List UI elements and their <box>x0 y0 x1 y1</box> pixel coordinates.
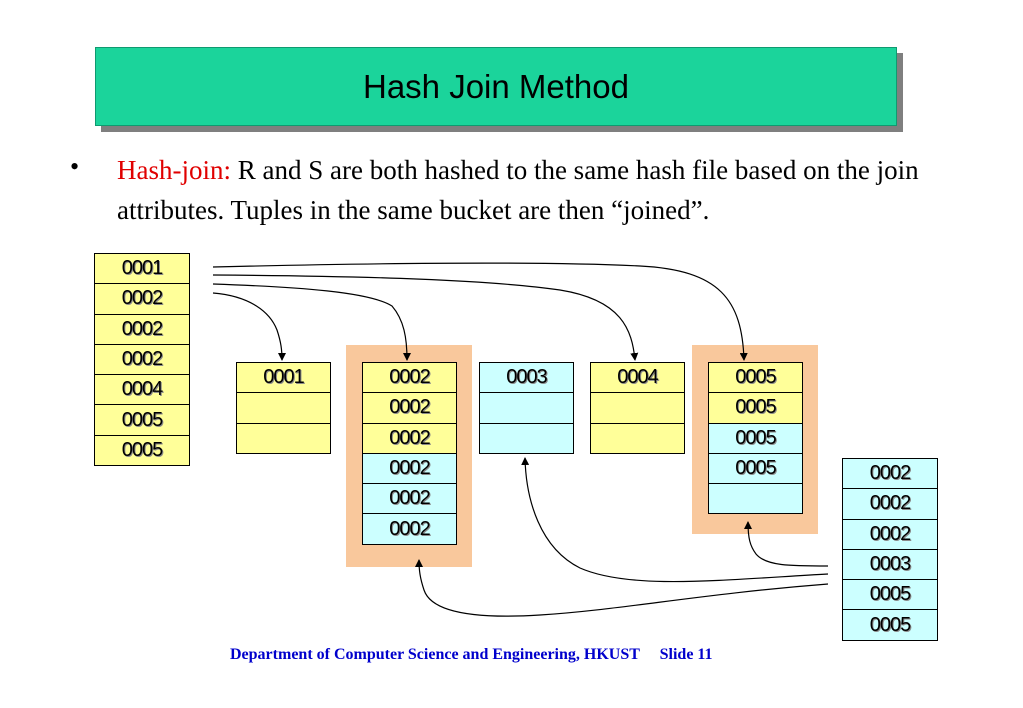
arrow-s-to-0002 <box>415 559 829 617</box>
bucket-cell: 0003 <box>479 362 574 394</box>
relation-s-cell: 0002 <box>842 518 938 550</box>
relation-s-cell: 0005 <box>842 579 938 611</box>
bucket-cell <box>590 392 685 424</box>
bucket-cell <box>590 422 685 454</box>
relation-r-cell: 0001 <box>94 253 190 285</box>
bullet-term: Hash-join: <box>117 155 231 185</box>
title-banner: Hash Join Method <box>95 47 897 126</box>
relation-r-cell: 0002 <box>94 343 190 376</box>
arrow-r-to-0005 <box>212 262 748 361</box>
bucket-cell <box>236 392 331 424</box>
bucket-cell: 0002 <box>362 362 457 394</box>
bucket-cell: 0002 <box>362 513 457 545</box>
arrow-r-to-0002 <box>212 283 411 361</box>
bucket-0005: 0005 0005 0005 0005 <box>708 362 803 515</box>
bucket-cell: 0005 <box>708 452 803 485</box>
relation-s: 0002 0002 0002 0003 0005 0005 <box>842 458 938 641</box>
relation-r-cell: 0005 <box>94 404 190 436</box>
bucket-0004: 0004 <box>590 362 685 454</box>
bucket-cell <box>708 483 803 515</box>
bullet-icon: • <box>70 152 80 181</box>
arrow-r-to-0001 <box>212 292 286 361</box>
bucket-cell: 0005 <box>708 392 803 424</box>
footer-dept: Department of Computer Science and Engin… <box>230 646 640 663</box>
bucket-cell <box>479 422 574 454</box>
relation-s-cell: 0002 <box>842 458 938 490</box>
footer: Department of Computer Science and Engin… <box>230 646 713 664</box>
bucket-0003: 0003 <box>479 362 574 454</box>
relation-r-cell: 0002 <box>94 313 190 345</box>
relation-r: 0001 0002 0002 0002 0004 0005 0005 <box>94 253 190 467</box>
relation-r-cell: 0005 <box>94 434 190 467</box>
bucket-0002: 0002 0002 0002 0002 0002 0002 <box>362 362 457 545</box>
bullet-description: R and S are both hashed to the same hash… <box>117 155 919 225</box>
bucket-0001: 0001 <box>236 362 331 454</box>
arrow-s-to-0003 <box>521 457 829 583</box>
bucket-cell <box>236 422 331 454</box>
bullet-text: Hash-join: R and S are both hashed to th… <box>117 150 967 230</box>
bucket-cell: 0002 <box>362 483 457 515</box>
arrow-s-to-0005 <box>744 521 829 567</box>
footer-slide: Slide 11 <box>659 646 713 663</box>
arrow-r-to-0004 <box>212 274 639 361</box>
relation-s-cell: 0005 <box>842 609 938 641</box>
bucket-cell: 0001 <box>236 362 331 394</box>
relation-s-cell: 0003 <box>842 548 938 581</box>
bucket-cell: 0004 <box>590 362 685 394</box>
bucket-cell: 0005 <box>708 422 803 454</box>
slide-title: Hash Join Method <box>363 67 629 105</box>
relation-r-cell: 0002 <box>94 283 190 315</box>
